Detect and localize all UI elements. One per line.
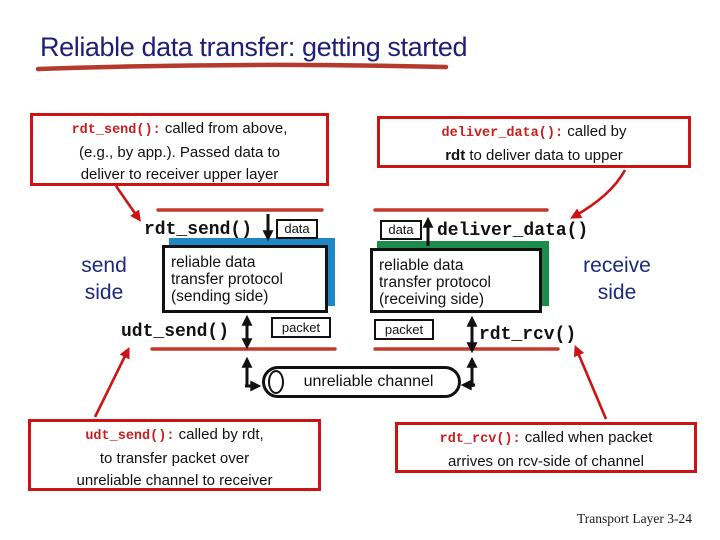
callout-rdt-send: rdt_send(): called from above, (e.g., by… — [30, 113, 329, 186]
channel-label: unreliable channel — [303, 373, 434, 390]
receive-side-label: receive side — [564, 252, 670, 306]
cylinder-end-icon — [268, 370, 284, 394]
packet-tag-receive: packet — [374, 319, 434, 340]
packet-tag-send: packet — [271, 317, 331, 338]
callout-line: rdt to deliver data to upper — [380, 145, 688, 167]
deliver-data-label: deliver_data() — [437, 221, 589, 241]
callout-line: rdt_rcv(): called when packet — [398, 427, 694, 451]
receiver-box-line1: reliable data — [379, 257, 464, 274]
callout-udt-send: udt_send(): called by rdt, to transfer p… — [28, 419, 321, 491]
arrow-callout-deliver-data-icon — [570, 169, 627, 219]
send-side-line2: side — [84, 281, 124, 304]
title-underline — [35, 62, 449, 72]
sender-box-line1: reliable data — [171, 254, 256, 271]
receive-side-line1: receive — [583, 254, 651, 277]
callout-line: (e.g., by app.). Passed data to — [79, 144, 280, 161]
page-title: Reliable data transfer: getting started — [40, 32, 468, 62]
arrow-callout-udt-send-icon — [93, 347, 130, 418]
slide-footer: Transport Layer 3-24 — [577, 511, 692, 526]
arrow-callout-rdt-send-icon — [114, 185, 141, 222]
callout-bold-text: rdt — [445, 147, 466, 164]
receiver-box-line3: (receiving side) — [379, 291, 485, 308]
unreliable-channel: unreliable channel — [262, 366, 461, 398]
callout-deliver-data: deliver_data(): called by rdt to deliver… — [377, 116, 691, 168]
callout-line: unreliable channel to receiver — [76, 472, 273, 489]
code-rdt-send: rdt_send(): — [71, 123, 161, 138]
sender-protocol-box: reliable data transfer protocol (sending… — [162, 245, 328, 313]
send-side-label: send side — [66, 252, 142, 306]
arrow-callout-rdt-rcv-icon — [573, 344, 608, 420]
callout-line: to transfer packet over — [99, 450, 250, 467]
callout-text: called when packet — [520, 429, 653, 446]
callout-line: deliver to receiver upper layer — [80, 166, 279, 183]
udt-send-label: udt_send() — [121, 322, 230, 342]
rdt-send-label: rdt_send() — [144, 220, 253, 240]
sender-box-line2: transfer protocol — [171, 271, 283, 288]
data-tag-receive: data — [380, 220, 422, 240]
callout-text: called by — [563, 123, 627, 140]
rdt-rcv-label: rdt_rcv() — [479, 325, 577, 345]
receiver-protocol-box: reliable data transfer protocol (receivi… — [370, 248, 542, 313]
callout-line: arrives on rcv-side of channel — [448, 453, 644, 470]
receive-side-line2: side — [597, 281, 637, 304]
callout-line: deliver_data(): called by — [380, 121, 688, 145]
data-tag-send: data — [276, 219, 318, 239]
receiver-box-line2: transfer protocol — [379, 274, 491, 291]
send-side-line1: send — [81, 254, 127, 277]
sender-box-line3: (sending side) — [171, 288, 269, 305]
code-rdt-rcv: rdt_rcv(): — [439, 432, 521, 447]
callout-text: called by rdt, — [174, 426, 264, 443]
callout-line: rdt_send(): called from above, — [33, 118, 326, 142]
callout-text: to deliver data to upper — [465, 147, 623, 164]
callout-rdt-rcv: rdt_rcv(): called when packet arrives on… — [395, 422, 697, 473]
callout-line: udt_send(): called by rdt, — [31, 424, 318, 448]
code-udt-send: udt_send(): — [85, 429, 175, 444]
code-deliver-data: deliver_data(): — [441, 126, 564, 141]
callout-text: called from above, — [160, 120, 288, 137]
